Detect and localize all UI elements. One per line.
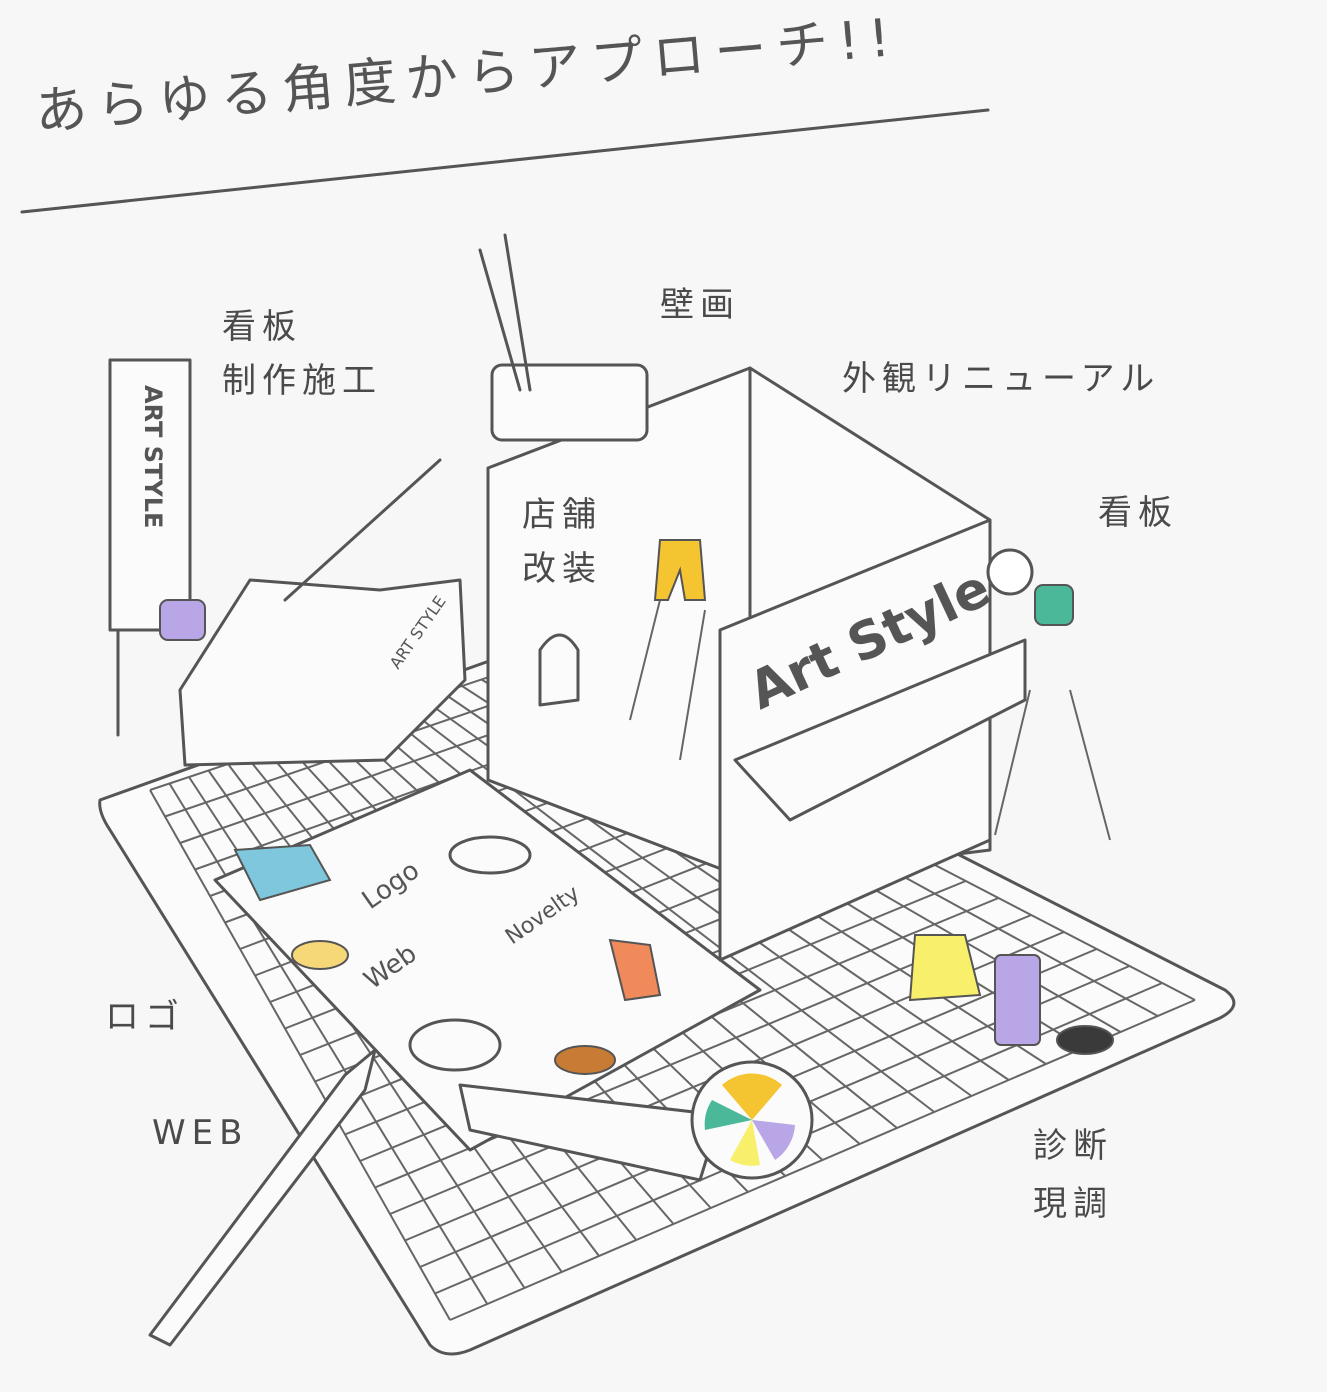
label-web: WEB (152, 1113, 249, 1153)
sign-pole-text: ART STYLE (139, 385, 167, 528)
paper (213, 768, 762, 1152)
paint-can (490, 363, 649, 442)
awning (733, 638, 1027, 822)
dog-icon (291, 940, 349, 970)
label-signboard-production: 看板 制作施工 (222, 307, 382, 402)
person-lavender (994, 954, 1041, 1046)
color-wheel-icon (986, 548, 1034, 596)
coffee-cup-icon (448, 835, 532, 875)
label-signboard: 看板 (1098, 493, 1178, 533)
label-store-renovation: 店舗 改装 (522, 495, 602, 590)
label-logo: ロゴ (105, 997, 185, 1037)
label-survey: 診断 現調 (1033, 1126, 1113, 1224)
person-sign-installer (1034, 584, 1074, 626)
truck (178, 578, 467, 767)
ladder (629, 599, 706, 761)
sign-pole (108, 358, 192, 632)
label-mural: 壁画 (660, 285, 740, 325)
crane-arm (283, 458, 442, 602)
person-purple (159, 599, 206, 641)
person-painter (653, 539, 707, 601)
dog-icon (554, 1045, 616, 1075)
person-laptop (608, 938, 662, 1002)
plate-icon (408, 1018, 502, 1072)
tape-measure-strip (458, 1083, 722, 1182)
ladder (994, 689, 1111, 841)
pencil (148, 1048, 377, 1347)
tape-color-segments (704, 1073, 795, 1166)
window-icon (538, 633, 580, 707)
person-yellow (908, 934, 982, 1002)
label-exterior-renewal: 外観リニューアル (842, 359, 1161, 399)
person-crawling (233, 843, 332, 902)
grid-line (449, 999, 1196, 1321)
dog-icon (1056, 1025, 1114, 1055)
title-underline (20, 108, 990, 214)
